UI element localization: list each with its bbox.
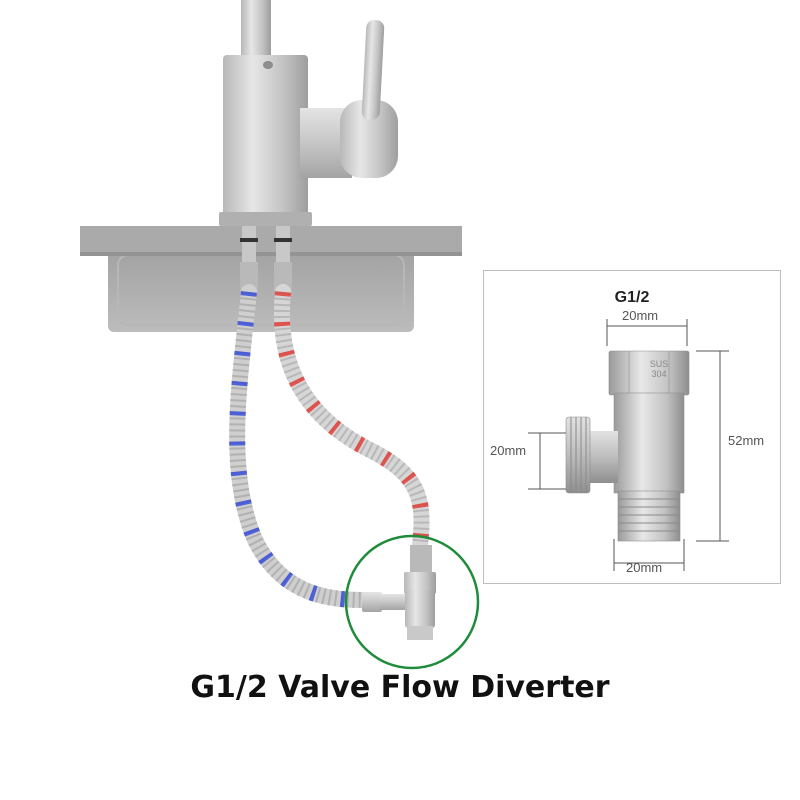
side-thread bbox=[565, 416, 591, 494]
spec-inset-panel: G1/2 bbox=[483, 270, 781, 584]
faucet bbox=[219, 0, 398, 226]
product-caption: G1/2 Valve Flow Diverter bbox=[190, 670, 610, 705]
bottom-thread bbox=[617, 490, 681, 542]
height-label: 52mm bbox=[728, 433, 765, 448]
cold-water-hose bbox=[229, 284, 370, 608]
supply-stems bbox=[240, 226, 292, 292]
tee-dimension-drawing bbox=[528, 319, 729, 571]
countertop bbox=[80, 226, 462, 256]
spec-title: G1/2 bbox=[614, 289, 650, 306]
installed-tee-valve bbox=[362, 545, 436, 640]
side-width-label: 20mm bbox=[490, 443, 527, 458]
bottom-width-label: 20mm bbox=[626, 560, 663, 575]
top-width-label: 20mm bbox=[622, 308, 659, 323]
highlight-circle bbox=[344, 534, 480, 670]
hot-water-hose bbox=[273, 284, 430, 553]
material-stamp: SUS 304 bbox=[649, 359, 669, 379]
sink-basin bbox=[108, 250, 414, 332]
